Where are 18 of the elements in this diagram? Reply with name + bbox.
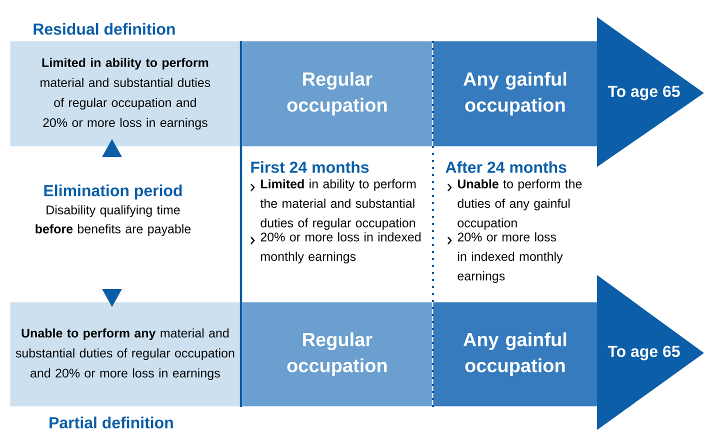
bullet-text: Limited in ability to perform the material and substantial duties of regular occupation: [260, 179, 416, 230]
bullet-text: 20% or more loss in indexed monthly earnings: [458, 232, 563, 283]
note-text: Disability qualifying time before benefits are payable: [36, 205, 191, 236]
heading: First 24 months: [251, 161, 369, 173]
stage-band: Any gainful occupation: [433, 302, 598, 406]
heading: After 24 months: [446, 161, 566, 173]
arrow-head: To age 65: [597, 17, 704, 167]
definition-box: Unable to perform any material and substantial duties of regular occupation and 20% or more loss in earnings: [10, 302, 240, 406]
arrow-head: To age 65: [597, 275, 704, 430]
heading: Residual definition: [34, 23, 175, 35]
definition-box: Limited in ability to perform material and substantial duties of regular occupation and 20% or more loss in earnings: [10, 41, 240, 146]
stage-band: Regular occupation: [242, 302, 432, 406]
heading: Elimination period: [44, 184, 182, 200]
bullet-text: 20% or more loss in indexed monthly earnings: [260, 232, 421, 264]
stage-band: Regular occupation: [242, 41, 432, 146]
stage-band: Any gainful occupation: [433, 41, 598, 146]
bullet-text: Unable to perform the duties of any gainful occupation: [458, 179, 582, 230]
heading: Partial definition: [50, 416, 173, 428]
